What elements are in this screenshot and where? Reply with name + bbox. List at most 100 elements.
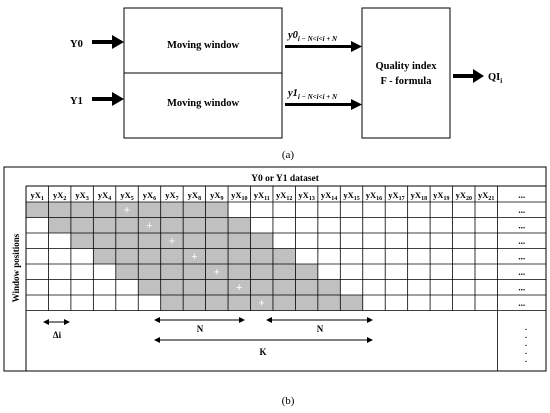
plus-marks: +++++++	[124, 205, 265, 310]
shaded-cell	[250, 233, 273, 249]
shaded-cell	[160, 279, 184, 295]
shaded-cell	[115, 233, 139, 249]
shaded-cell	[138, 248, 161, 264]
column-header: yX16	[366, 190, 382, 202]
svg-text:.: .	[525, 345, 528, 357]
shaded-cell	[115, 248, 139, 264]
center-plus-mark: +	[146, 220, 152, 232]
column-header: yX17	[388, 190, 404, 202]
shaded-cell	[93, 217, 116, 233]
shaded-cell	[93, 233, 116, 249]
out-y0-arrow	[285, 41, 362, 52]
input-y1-label: Y1	[70, 96, 83, 107]
grid-lines	[25, 186, 546, 371]
out-y1-arrow	[285, 99, 362, 110]
row-ellipsis: ...	[518, 267, 525, 277]
shaded-cell	[272, 264, 296, 280]
n-label-2: N	[317, 324, 324, 334]
delta-i-label: Δi	[53, 330, 62, 340]
shaded-cell	[205, 217, 229, 233]
quality-index-box	[361, 7, 451, 139]
shaded-cell	[70, 233, 94, 249]
row-ellipsis: ...	[518, 252, 525, 262]
shaded-cell	[70, 217, 94, 233]
column-header: yX15	[343, 190, 359, 202]
shaded-cell	[250, 295, 273, 311]
shaded-cell	[160, 202, 184, 218]
shaded-cell	[205, 202, 229, 218]
out-y0-main: y0	[286, 30, 299, 41]
shaded-cell	[115, 217, 139, 233]
column-header: yX12	[276, 190, 292, 202]
column-header: yX9	[210, 190, 223, 202]
shaded-cell	[205, 233, 229, 249]
caption-b: (b)	[282, 395, 295, 407]
shaded-cell	[93, 248, 116, 264]
shaded-cell	[160, 217, 184, 233]
shaded-cell	[183, 279, 206, 295]
input-y0-arrow	[92, 35, 124, 49]
column-header: yX13	[298, 190, 314, 202]
output-sub: i	[500, 77, 502, 85]
shaded-cell	[70, 202, 94, 218]
shaded-cell	[138, 233, 161, 249]
window-top-label: Moving window	[167, 40, 239, 51]
shaded-cell	[228, 233, 251, 249]
center-plus-mark: +	[169, 236, 175, 248]
shaded-cell	[250, 248, 273, 264]
shaded-cell	[272, 279, 296, 295]
dataset-header: Y0 or Y1 dataset	[251, 174, 320, 184]
shaded-cell	[160, 233, 184, 249]
row-axis-label: Window positions	[11, 233, 21, 302]
shaded-cell	[295, 279, 318, 295]
shaded-cell	[228, 248, 251, 264]
out-y0-label: y0i − N<i<i + N	[286, 30, 338, 43]
column-header: yX8	[188, 190, 201, 202]
caption-a: (a)	[282, 149, 295, 161]
part-a-diagram: Y0 Y1 Moving window Moving window y0i − …	[70, 7, 502, 161]
quality-line1: Quality index	[376, 61, 438, 72]
column-header: yX1	[31, 190, 44, 202]
row-ellipsis: ...	[518, 221, 525, 231]
shaded-cell	[48, 202, 71, 218]
svg-text:.: .	[525, 329, 528, 341]
shaded-cell	[228, 217, 251, 233]
center-plus-mark: +	[214, 267, 220, 279]
shaded-cell	[183, 295, 206, 311]
header-ellipsis: ...	[518, 190, 525, 200]
row-ellipsis: ...	[518, 283, 525, 293]
out-y1-main: y1	[286, 88, 298, 99]
shaded-cell	[26, 202, 49, 218]
column-header: yX10	[231, 190, 247, 202]
shaded-cell	[250, 279, 273, 295]
part-b-diagram: Y0 or Y1 dataset Window positions yX1 yX2…	[3, 166, 547, 407]
shaded-cell	[160, 295, 184, 311]
shaded-cell	[228, 295, 251, 311]
shaded-cell	[138, 279, 161, 295]
column-header: yX11	[254, 190, 270, 202]
shaded-cell	[295, 295, 318, 311]
svg-text:.: .	[525, 337, 528, 349]
row-ellipsis: ...	[518, 205, 525, 215]
center-plus-mark: +	[259, 298, 265, 310]
column-header: yX7	[165, 190, 178, 202]
shaded-cell	[250, 264, 273, 280]
out-y0-sub: i − N<i<i + N	[298, 35, 338, 43]
out-y1-label: y1i − N<i<i + N	[286, 88, 338, 101]
shaded-cell	[93, 202, 116, 218]
grid-outer-frame	[3, 166, 547, 372]
shaded-cell	[183, 217, 206, 233]
window-bottom-label: Moving window	[167, 98, 239, 109]
shaded-cell	[205, 248, 229, 264]
center-plus-mark: +	[236, 282, 242, 294]
grid-cells	[26, 202, 363, 311]
center-plus-mark: +	[124, 205, 130, 217]
column-header: yX5	[120, 190, 133, 202]
shaded-cell	[48, 217, 71, 233]
column-header: yX2	[53, 190, 66, 202]
shaded-cell	[340, 295, 363, 311]
row-ellipses: .....................	[518, 205, 525, 308]
input-y1-arrow	[92, 92, 124, 106]
